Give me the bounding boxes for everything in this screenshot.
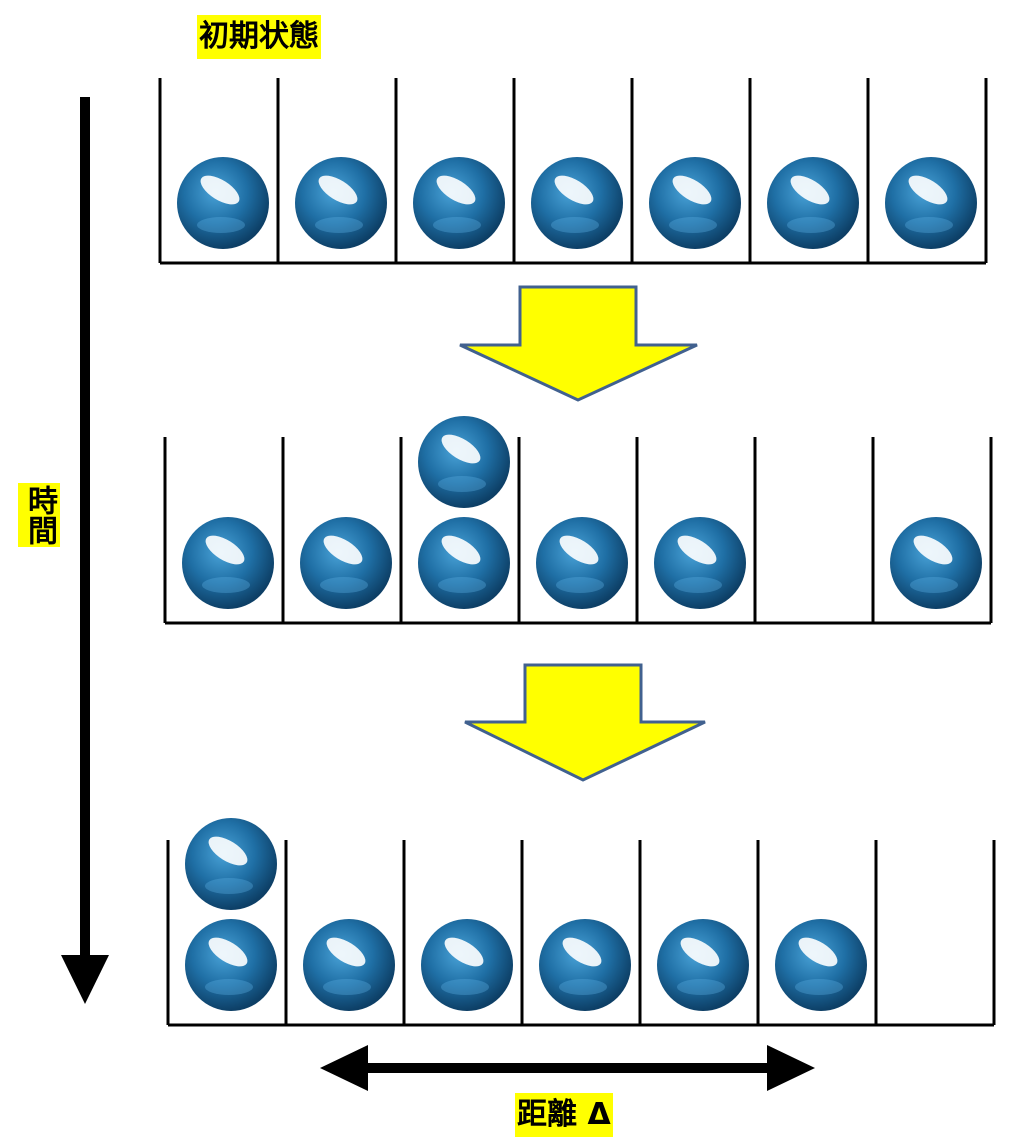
distance-label: 距離 Δ bbox=[515, 1093, 613, 1137]
ball bbox=[182, 517, 274, 609]
ball bbox=[185, 919, 277, 1011]
bin-row-initial bbox=[158, 78, 988, 265]
bin-row-step2 bbox=[166, 818, 996, 1027]
ball bbox=[303, 919, 395, 1011]
ball bbox=[413, 157, 505, 249]
ball bbox=[300, 517, 392, 609]
time-axis-arrow bbox=[61, 97, 109, 1004]
time-axis-label: 時間 bbox=[18, 483, 60, 547]
bin-rows bbox=[158, 78, 996, 1027]
ball bbox=[775, 919, 867, 1011]
ball bbox=[295, 157, 387, 249]
ball bbox=[185, 818, 277, 910]
bin-row-step1 bbox=[163, 416, 993, 625]
transition-arrow-1 bbox=[459, 285, 698, 402]
ball bbox=[654, 517, 746, 609]
distance-double-arrow bbox=[320, 1045, 815, 1091]
ball bbox=[890, 517, 982, 609]
transition-arrow-2 bbox=[464, 663, 706, 782]
ball bbox=[421, 919, 513, 1011]
ball bbox=[767, 157, 859, 249]
ball bbox=[531, 157, 623, 249]
initial-state-label: 初期状態 bbox=[197, 15, 321, 59]
ball bbox=[177, 157, 269, 249]
ball bbox=[649, 157, 741, 249]
ball bbox=[418, 416, 510, 508]
ball bbox=[418, 517, 510, 609]
ball bbox=[539, 919, 631, 1011]
ball bbox=[657, 919, 749, 1011]
ball bbox=[536, 517, 628, 609]
ball bbox=[885, 157, 977, 249]
